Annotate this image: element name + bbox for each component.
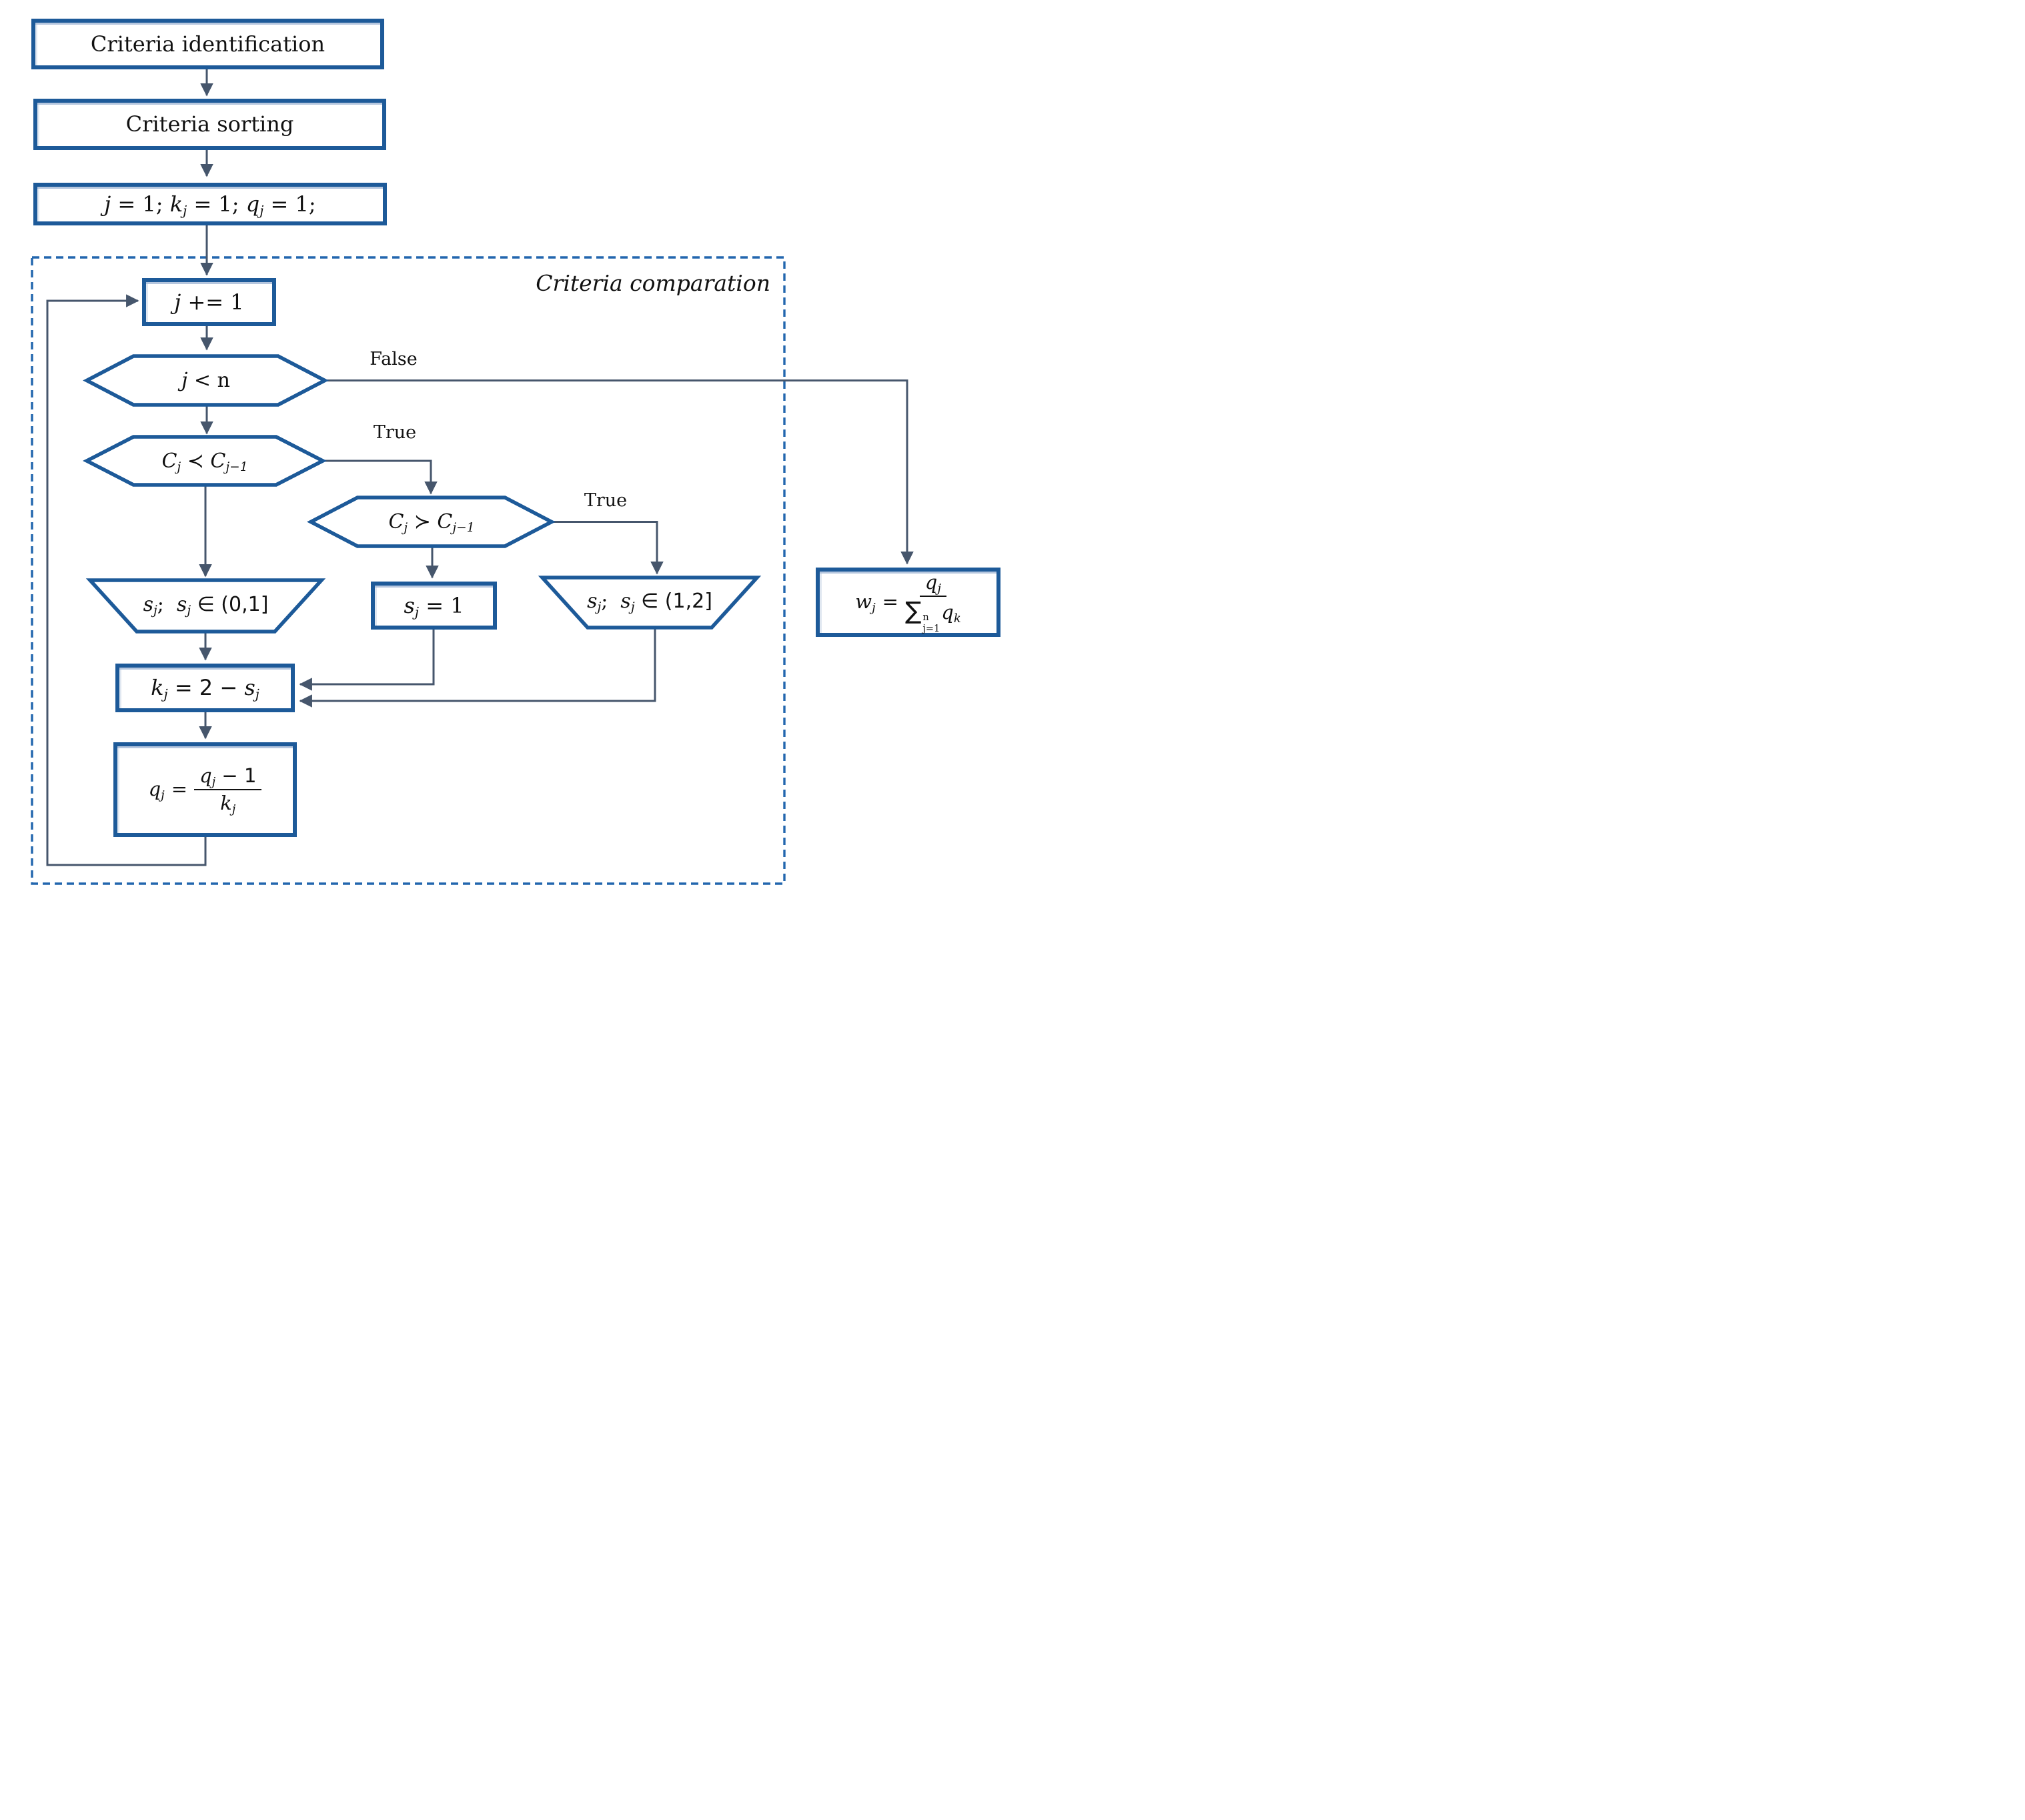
process-s-eq1: sj = 1 (371, 582, 497, 630)
input-s-open12-shape (538, 576, 762, 630)
arrow-true-to-c-greater (323, 460, 438, 495)
process-criteria-sorting: Criteria sorting (33, 99, 386, 150)
process-criteria-identification: Criteria identification (31, 19, 384, 69)
decision-j-lt-n-shape (83, 354, 329, 407)
arrow-false-to-w-assign (325, 379, 914, 565)
edge-label-true-upper-text: True (373, 421, 417, 443)
input-s-open01-shape (85, 578, 326, 634)
decision-c-less-shape (82, 435, 327, 487)
arrow-s-eq1-to-k-assign (299, 630, 435, 691)
process-k-assign-label: kj = 2 − sj (151, 675, 259, 702)
edge-label-false-text: False (370, 348, 418, 369)
process-k-assign: kj = 2 − sj (115, 664, 295, 712)
criteria-comparation-boundary (31, 256, 786, 885)
process-q-assign: qj = qj − 1 kj (113, 742, 297, 837)
arrow-loop-q-to-increment (46, 294, 207, 866)
edge-label-true-right: True (572, 489, 639, 512)
connector-layer (31, 69, 914, 885)
decision-c-greater-shape (307, 496, 556, 548)
arrow-true-to-s-open12 (552, 521, 664, 575)
region-title: Criteria comparation (536, 269, 770, 297)
edge-label-true-right-text: True (584, 490, 628, 511)
process-init-variables: j = 1; kj = 1; qj = 1; (33, 183, 387, 225)
region-title-text: Criteria comparation (536, 269, 770, 296)
process-increment-j-label: j += 1 (174, 289, 244, 315)
arrow-s-open12-to-k-assign (299, 628, 656, 708)
edge-label-true-upper: True (362, 421, 428, 443)
process-criteria-identification-label: Criteria identification (90, 31, 325, 57)
process-q-assign-label: qj = qj − 1 kj (149, 764, 262, 816)
process-increment-j: j += 1 (142, 278, 276, 326)
flowchart-canvas: Criteria comparation False True True Cri… (0, 0, 1012, 910)
process-init-variables-label: j = 1; kj = 1; qj = 1; (104, 191, 316, 219)
process-s-eq1-label: sj = 1 (404, 592, 464, 620)
edge-label-false: False (360, 347, 427, 370)
process-criteria-sorting-label: Criteria sorting (125, 111, 294, 137)
